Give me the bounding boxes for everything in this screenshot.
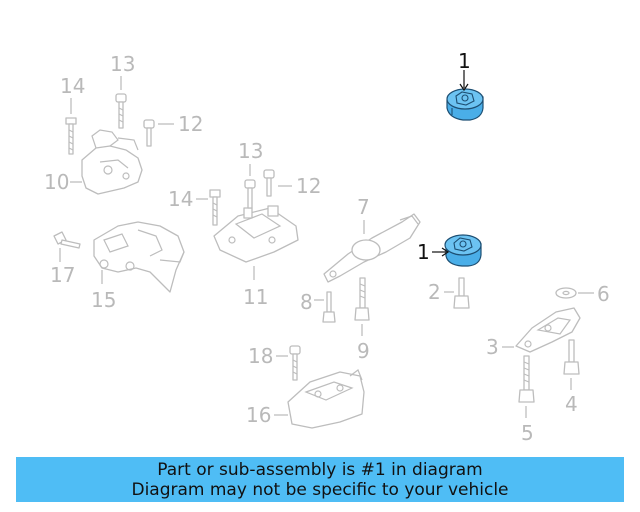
part-14-bolt-left[interactable]	[65, 117, 77, 155]
info-banner: Part or sub-assembly is #1 in diagram Di…	[16, 457, 624, 502]
callout-13-right: 13	[238, 139, 263, 163]
part-5-bolt[interactable]	[518, 355, 535, 403]
callout-5: 5	[521, 421, 534, 445]
callout-18: 18	[248, 344, 273, 368]
callout-14-right: 14	[168, 187, 193, 211]
callout-11: 11	[243, 285, 268, 309]
callout-13-left: 13	[110, 52, 135, 76]
callout-1-middle: 1	[417, 240, 430, 264]
arrowhead-1-top	[459, 83, 469, 92]
part-16-engine-mount[interactable]	[287, 369, 365, 429]
part-17-bolt[interactable]	[53, 231, 81, 249]
arrowhead-1-middle	[441, 247, 450, 257]
banner-line-2: Diagram may not be specific to your vehi…	[131, 480, 509, 500]
part-10-mount-bracket[interactable]	[81, 129, 143, 195]
part-13-bolt-right[interactable]	[244, 179, 256, 209]
callout-9: 9	[357, 339, 370, 363]
callout-16: 16	[246, 403, 271, 427]
part-8-bolt[interactable]	[322, 291, 336, 323]
part-15-transmission-mount[interactable]	[93, 221, 185, 293]
part-3-lower-bracket[interactable]	[515, 307, 581, 353]
part-11-bracket-plate[interactable]	[213, 205, 299, 263]
part-7-torque-rod[interactable]	[323, 213, 421, 283]
callout-8: 8	[300, 290, 313, 314]
callout-12-left: 12	[178, 112, 203, 136]
highlighted-part-1-top[interactable]	[446, 88, 484, 121]
part-13-bolt-left[interactable]	[115, 93, 127, 129]
part-6-washer[interactable]	[555, 287, 577, 299]
callout-7: 7	[357, 195, 370, 219]
callout-12-right: 12	[296, 174, 321, 198]
part-12-bolt-left[interactable]	[143, 119, 155, 147]
callout-15: 15	[91, 288, 116, 312]
part-14-bolt-right[interactable]	[209, 189, 221, 226]
part-4-bolt[interactable]	[563, 339, 580, 375]
callout-10: 10	[44, 170, 69, 194]
callout-3: 3	[486, 335, 499, 359]
callout-1-top: 1	[458, 49, 471, 73]
callout-4: 4	[565, 392, 578, 416]
callout-17: 17	[50, 263, 75, 287]
part-2-bolt[interactable]	[453, 277, 470, 309]
callout-6: 6	[597, 282, 610, 306]
part-12-bolt-right[interactable]	[263, 169, 275, 197]
callout-14-left: 14	[60, 74, 85, 98]
highlighted-part-1-middle[interactable]	[444, 234, 482, 267]
part-9-bolt[interactable]	[354, 277, 370, 321]
parts-diagram: 1 1 10 14 13 12	[44, 49, 610, 445]
banner-line-1: Part or sub-assembly is #1 in diagram	[157, 460, 483, 480]
callout-2: 2	[428, 280, 441, 304]
part-18-bolt[interactable]	[289, 345, 301, 381]
